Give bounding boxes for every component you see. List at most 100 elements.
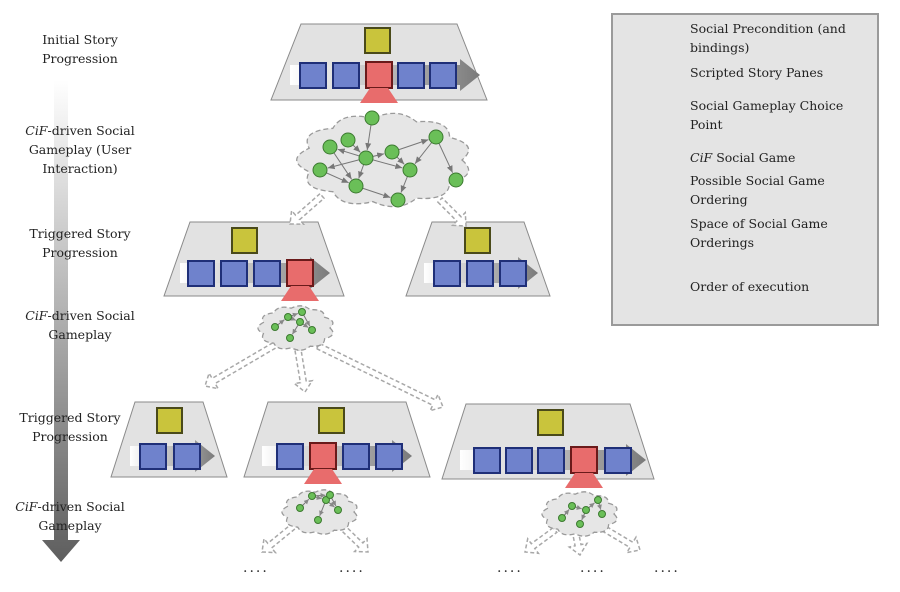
dashed-trigger-arrow [204,338,283,390]
social-game-node [312,162,328,178]
social-game-cloud [296,110,470,208]
social-game-node [358,150,374,166]
social-game-node [284,313,292,321]
social-game-node [326,491,334,499]
social-game-node [296,318,304,326]
social-game-node [271,323,279,331]
time-arrow [42,80,80,562]
choice-point-base [304,469,342,484]
social-game-node [402,162,418,178]
story-platform [270,23,488,103]
choice-point-pane [309,442,337,470]
cloud-outline [296,112,470,208]
legend-panes-label: Scripted Story Panes [690,65,824,80]
dashed-trigger-arrow [315,342,445,412]
stage-label-triggered-2: Triggered Story Progression [19,410,121,444]
social-game-node [348,178,364,194]
legend-execution-label: Order of execution [690,279,810,294]
precondition-square [231,227,258,254]
cloud-outline [257,305,334,351]
social-game-cloud [541,491,618,537]
ellipsis-3: .... [497,560,523,576]
story-platform [441,403,655,488]
story-pane [375,443,403,470]
legend: Social Precondition (and bindings) Scrip… [611,13,879,326]
story-pane [276,443,304,470]
social-game-node [308,492,316,500]
dashed-trigger-arrow [595,521,641,554]
story-pane [433,260,461,287]
social-game-node [308,326,316,334]
story-pane [397,62,425,89]
story-pane [342,443,370,470]
stage-label-initial: Initial Story Progression [42,32,118,66]
precondition-square [464,227,491,254]
social-game-node [364,110,380,126]
social-game-node [298,308,306,316]
social-game-node [334,506,342,514]
story-pane [604,447,632,474]
social-game-node [314,516,322,524]
social-game-node [286,334,294,342]
ellipsis-2: .... [339,560,365,576]
legend-ordering-label: Possible Social Game Ordering [690,173,825,207]
stage-label-gameplay-3: CiF-driven Social Gameplay [15,499,125,533]
social-game-node [340,132,356,148]
story-platform [243,401,431,484]
story-platform [163,221,345,301]
precondition-square [364,27,391,54]
social-game-node [296,504,304,512]
stage-label-triggered-1: Triggered Story Progression [29,226,131,260]
social-game-node [558,514,566,522]
social-game-node [428,129,444,145]
dashed-trigger-arrow [436,196,467,227]
social-game-node [390,192,406,208]
stage-label-gameplay-2: CiF-driven Social Gameplay [25,308,135,342]
story-pane [466,260,494,287]
story-pane [505,447,533,474]
story-pane [173,443,201,470]
social-game-node [598,510,606,518]
story-pane [473,447,501,474]
social-game-node [582,506,590,514]
story-pane [253,260,281,287]
dashed-trigger-arrow [261,521,298,554]
legend-game-label: CiF Social Game [690,150,796,165]
story-pane [332,62,360,89]
story-platform [405,221,551,297]
story-pane [299,62,327,89]
dashed-trigger-arrow [289,192,326,225]
legend-choice-label: Social Gameplay Choice Point [690,98,844,132]
social-game-node [594,496,602,504]
ellipsis-1: .... [243,560,269,576]
social-game-cloud [281,489,358,535]
social-game-node [448,172,464,188]
story-pane [139,443,167,470]
choice-point-base [360,88,398,103]
choice-point-base [565,473,603,488]
story-pane [429,62,457,89]
choice-point-pane [570,446,598,474]
legend-precondition-label: Social Precondition (and bindings) [690,21,846,55]
dashed-trigger-arrow [524,526,558,555]
story-pane [537,447,565,474]
precondition-square [318,407,345,434]
social-game-node [568,502,576,510]
ellipsis-4: .... [580,560,606,576]
dashed-trigger-arrow [292,348,314,394]
social-game-cloud [257,305,334,351]
story-pane [499,260,527,287]
choice-point-pane [286,259,314,287]
story-pane [220,260,248,287]
social-game-node [384,144,400,160]
precondition-square [156,407,183,434]
story-pane [187,260,215,287]
legend-space-label: Space of Social Game Orderings [690,216,828,250]
story-platform [110,401,228,478]
social-game-node [576,520,584,528]
choice-point-pane [365,61,393,89]
ellipsis-5: .... [654,560,680,576]
stage-label-gameplay-1: CiF-driven Social Gameplay (User Interac… [25,123,135,176]
choice-point-base [281,286,319,301]
